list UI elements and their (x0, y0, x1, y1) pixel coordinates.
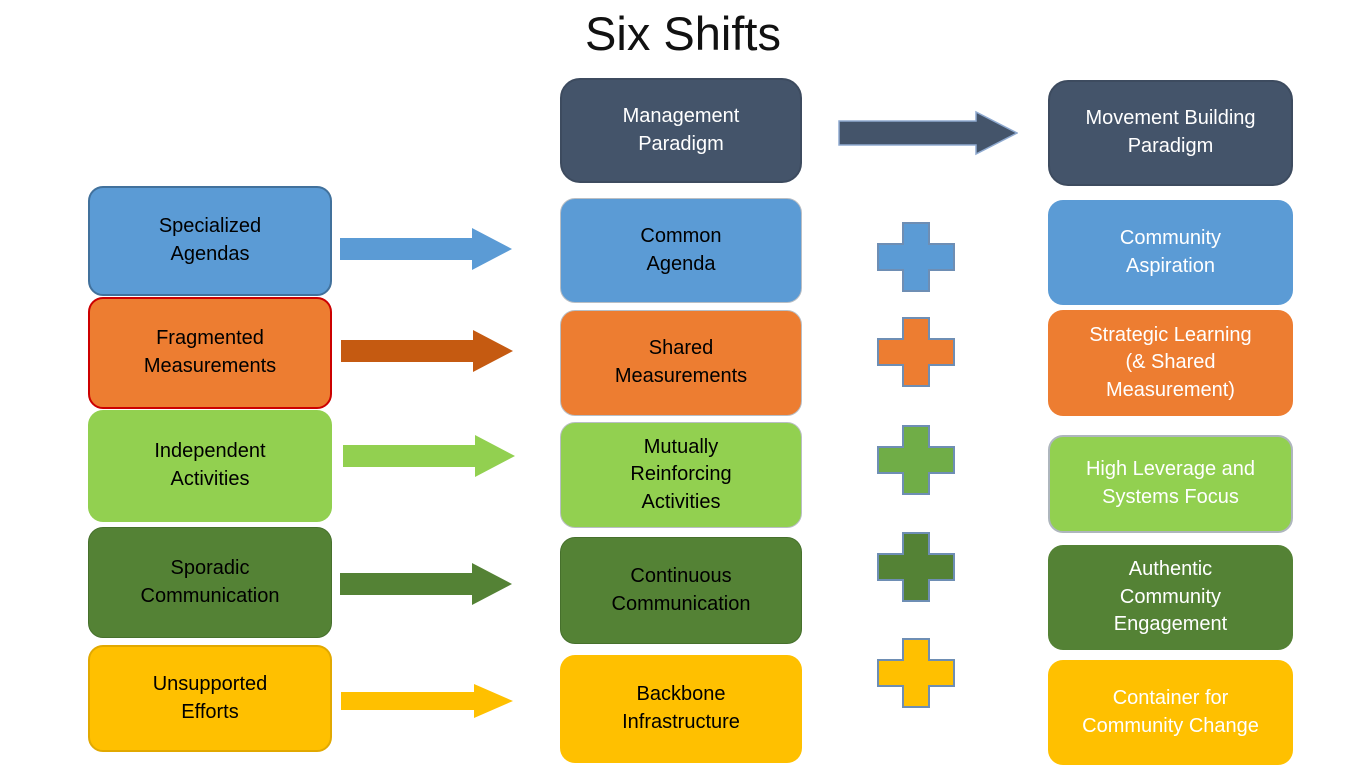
box-common-agenda-label: Common Agenda (640, 224, 722, 275)
box-specialized-agendas: Specialized Agendas (88, 186, 332, 296)
box-shared-measurements: Shared Measurements (560, 310, 802, 416)
box-management-paradigm: Management Paradigm (560, 78, 802, 183)
box-continuous-communication-label: Continuous Communication (611, 564, 751, 615)
box-specialized-agendas-label: Specialized Agendas (158, 215, 262, 265)
box-container-for-community-change: Container for Community Change (1048, 660, 1293, 765)
slide-title: Six Shifts (585, 7, 781, 60)
box-shared-measurements-label: Shared Measurements (614, 337, 748, 387)
box-authentic-community-engagement-label: Authentic Community Engagement (1113, 558, 1228, 636)
box-mutually-reinforcing-activities-label: Mutually Reinforcing Activities (630, 435, 732, 513)
box-sporadic-communication-label: Sporadic Communication (140, 556, 280, 607)
box-sporadic-communication: Sporadic Communication (88, 527, 332, 638)
box-fragmented-measurements: Fragmented Measurements (88, 297, 332, 409)
shift-arrow-row-3-icon (343, 435, 515, 477)
box-unsupported-efforts: Unsupported Efforts (88, 645, 332, 752)
box-backbone-infrastructure-label: Backbone Infrastructure (622, 683, 740, 733)
box-backbone-infrastructure: Backbone Infrastructure (560, 655, 802, 763)
paradigm-shift-arrow-icon (838, 110, 1018, 156)
shift-arrow-row-1-icon (340, 228, 512, 270)
box-mutually-reinforcing-activities: Mutually Reinforcing Activities (560, 422, 802, 528)
box-strategic-learning-label: Strategic Learning (& Shared Measurement… (1089, 323, 1252, 401)
box-fragmented-measurements-label: Fragmented Measurements (143, 327, 277, 377)
box-movement-building-paradigm-label: Movement Building Paradigm (1085, 107, 1256, 157)
box-unsupported-efforts-label: Unsupported Efforts (152, 672, 268, 723)
shift-arrow-row-4-icon (340, 563, 512, 605)
box-common-agenda: Common Agenda (560, 198, 802, 303)
box-strategic-learning: Strategic Learning (& Shared Measurement… (1048, 310, 1293, 416)
box-high-leverage-systems-focus: High Leverage and Systems Focus (1048, 435, 1293, 533)
shift-arrow-row-2-icon (341, 330, 513, 372)
shift-arrow-row-5-icon (341, 684, 513, 718)
box-continuous-communication: Continuous Communication (560, 537, 802, 644)
plus-row-2-icon (877, 317, 955, 387)
box-high-leverage-systems-focus-label: High Leverage and Systems Focus (1085, 458, 1255, 508)
plus-row-3-icon (877, 425, 955, 495)
box-management-paradigm-label: Management Paradigm (622, 104, 740, 155)
box-independent-activities-label: Independent Activities (154, 440, 266, 490)
box-community-aspiration-label: Community Aspiration (1119, 226, 1222, 277)
box-movement-building-paradigm: Movement Building Paradigm (1048, 80, 1293, 186)
plus-row-1-icon (877, 222, 955, 292)
box-authentic-community-engagement: Authentic Community Engagement (1048, 545, 1293, 650)
plus-row-4-icon (877, 532, 955, 602)
box-independent-activities: Independent Activities (88, 410, 332, 522)
box-community-aspiration: Community Aspiration (1048, 200, 1293, 305)
box-container-for-community-change-label: Container for Community Change (1082, 686, 1259, 737)
plus-row-5-icon (877, 638, 955, 708)
